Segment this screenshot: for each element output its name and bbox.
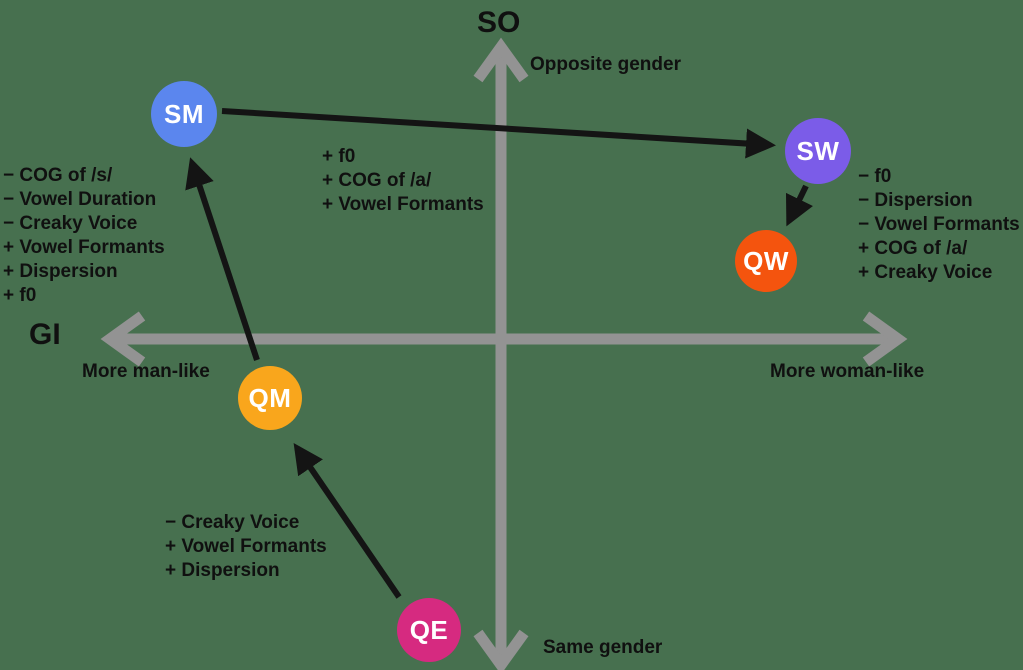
horizontal-axis xyxy=(100,311,908,367)
arrow-sw-to-qw xyxy=(785,184,813,227)
annotation-line: + COG of /a/ xyxy=(858,238,968,259)
horizontal-axis-left-caption: More man-like xyxy=(82,361,210,382)
arrow-qm-to-sm xyxy=(185,157,260,361)
annotation-sw-to-qw: − f0 − Dispersion − Vowel Formants + COG… xyxy=(858,165,1020,285)
vertical-axis xyxy=(473,37,529,670)
annotation-line: + f0 xyxy=(3,285,37,306)
annotation-line: − Vowel Duration xyxy=(3,189,157,210)
node-sm-label: SM xyxy=(164,98,204,129)
node-sm: SM xyxy=(151,81,217,147)
annotation-line: − COG of /s/ xyxy=(3,165,113,186)
node-qw: QW xyxy=(735,230,797,292)
annotation-line: + Creaky Voice xyxy=(858,262,993,283)
annotation-line: − Creaky Voice xyxy=(165,512,300,533)
annotation-left-of-sm: − COG of /s/ − Vowel Duration − Creaky V… xyxy=(3,164,165,308)
annotation-line: + f0 xyxy=(322,146,356,167)
node-sw: SW xyxy=(785,118,851,184)
annotation-line: + COG of /a/ xyxy=(322,170,432,191)
vertical-axis-bottom-caption: Same gender xyxy=(543,637,663,658)
arrow-sm-to-sw xyxy=(221,108,776,159)
node-qe: QE xyxy=(397,598,461,662)
annotation-line: + Dispersion xyxy=(3,261,118,282)
annotation-line: + Vowel Formants xyxy=(3,237,165,258)
node-qm: QM xyxy=(238,366,302,430)
horizontal-axis-title: GI xyxy=(29,318,61,351)
horizontal-axis-right-caption: More woman-like xyxy=(770,361,925,382)
vertical-axis-title: SO xyxy=(477,6,521,39)
node-qe-label: QE xyxy=(409,614,449,645)
node-sw-label: SW xyxy=(796,135,840,166)
node-qm-label: QM xyxy=(248,382,292,413)
annotation-qe-to-qm: − Creaky Voice + Vowel Formants + Disper… xyxy=(165,511,327,583)
axis-arrowhead-up-icon xyxy=(473,37,529,83)
annotation-line: + Dispersion xyxy=(165,560,280,581)
annotation-line: − Creaky Voice xyxy=(3,213,138,234)
axis-arrowhead-left-icon xyxy=(100,311,146,367)
annotation-line: − Vowel Formants xyxy=(858,214,1020,235)
annotation-line: + Vowel Formants xyxy=(322,194,484,215)
vertical-axis-top-caption: Opposite gender xyxy=(530,54,681,75)
node-qw-label: QW xyxy=(743,245,789,276)
annotation-line: + Vowel Formants xyxy=(165,536,327,557)
annotation-line: − Dispersion xyxy=(858,190,973,211)
annotation-sm-to-sw: + f0 + COG of /a/ + Vowel Formants xyxy=(322,145,484,217)
annotation-line: − f0 xyxy=(858,166,892,187)
axis-arrowhead-right-icon xyxy=(862,311,908,367)
arrow-qe-to-qm xyxy=(293,443,402,599)
transition-arrows xyxy=(185,108,813,599)
axis-arrowhead-down-icon xyxy=(473,629,529,670)
